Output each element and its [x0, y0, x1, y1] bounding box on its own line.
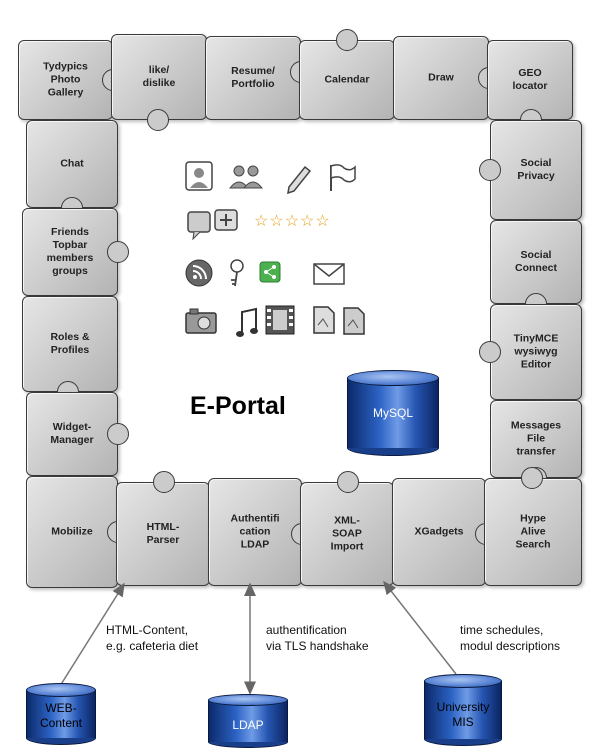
ldap-label: LDAP: [232, 718, 264, 732]
add-comment-icon: [214, 209, 238, 231]
mysql-database: MySQL: [347, 370, 439, 456]
rss-icon: [185, 259, 213, 287]
note-authentification: authentification via TLS handshake: [266, 623, 369, 653]
group-icon: [228, 165, 264, 189]
piece-friends: Friends Topbar members groups: [22, 208, 129, 296]
mysql-label: MySQL: [372, 406, 413, 420]
star-rating-icon: ☆☆☆☆☆: [254, 213, 331, 230]
key-icon: [230, 259, 244, 287]
piece-messages: Messages File transfer: [490, 400, 582, 489]
document-icon: [313, 306, 335, 334]
film-icon: [265, 305, 295, 335]
piece-tinymce: TinyMCE wysiwyg Editor: [479, 304, 582, 400]
note-time-schedules: time schedules, modul descriptions: [460, 623, 561, 653]
note-html-content: HTML-Content, e.g. cafeteria diet: [106, 623, 199, 653]
arrow-web-content: [59, 582, 125, 687]
piece-label: HTML- Parser: [146, 521, 180, 546]
web-content-label: WEB- Content: [39, 701, 83, 730]
camera-icon: [185, 308, 217, 334]
piece-label: Authentifi cation LDAP: [230, 512, 280, 551]
piece-label: Widget- Manager: [50, 421, 94, 446]
user-icon: [185, 161, 213, 191]
piece-label: Calendar: [324, 73, 370, 86]
arrow-university-mis: [383, 580, 457, 675]
piece-label: Resume/ Portfolio: [231, 65, 275, 90]
piece-mobilize: Mobilize: [26, 476, 129, 588]
piece-label: Friends Topbar members groups: [46, 226, 94, 277]
piece-label: XML- SOAP Import: [330, 514, 364, 553]
web-content-database: WEB- Content: [26, 683, 96, 745]
piece-label: GEO locator: [512, 67, 548, 92]
piece-widget-manager: Widget- Manager: [26, 392, 129, 476]
piece-label: Tydypics Photo Gallery: [43, 60, 88, 99]
flag-icon: [330, 164, 356, 191]
piece-label: Social Privacy: [517, 157, 555, 182]
pencil-icon: [287, 165, 312, 195]
ldap-database: LDAP: [208, 694, 288, 748]
piece-xgadgets: XGadgets: [392, 478, 497, 586]
piece-label: Chat: [60, 157, 84, 170]
piece-social-privacy: Social Privacy: [479, 120, 582, 220]
diagram-title: E-Portal: [190, 392, 286, 420]
piece-label: TinyMCE wysiwyg Editor: [513, 332, 559, 371]
documents-icon: [343, 307, 365, 335]
university-mis-database: University MIS: [424, 674, 502, 746]
share-icon: [259, 261, 281, 283]
mail-icon: [313, 263, 345, 285]
piece-label: XGadgets: [414, 525, 464, 538]
comment-icon: [187, 211, 211, 241]
piece-label: like/ dislike: [142, 64, 176, 89]
piece-roles-profiles: Roles & Profiles: [22, 296, 118, 403]
piece-calendar: Calendar: [299, 29, 395, 120]
piece-xml-soap: XML- SOAP Import: [300, 471, 394, 586]
music-icon: [236, 307, 258, 337]
piece-html-parser: HTML- Parser: [116, 471, 210, 586]
piece-label: Roles & Profiles: [50, 331, 90, 356]
piece-draw: Draw: [393, 36, 500, 120]
piece-label: Draw: [428, 71, 454, 84]
piece-label: Messages File transfer: [510, 419, 562, 458]
piece-label: Social Connect: [515, 249, 557, 274]
university-mis-label: University MIS: [436, 700, 490, 729]
piece-hype-search: Hype Alive Search: [484, 467, 582, 586]
piece-label: Mobilize: [51, 525, 93, 538]
piece-like-dislike: like/ dislike: [111, 34, 207, 131]
piece-label: Hype Alive Search: [515, 512, 551, 551]
